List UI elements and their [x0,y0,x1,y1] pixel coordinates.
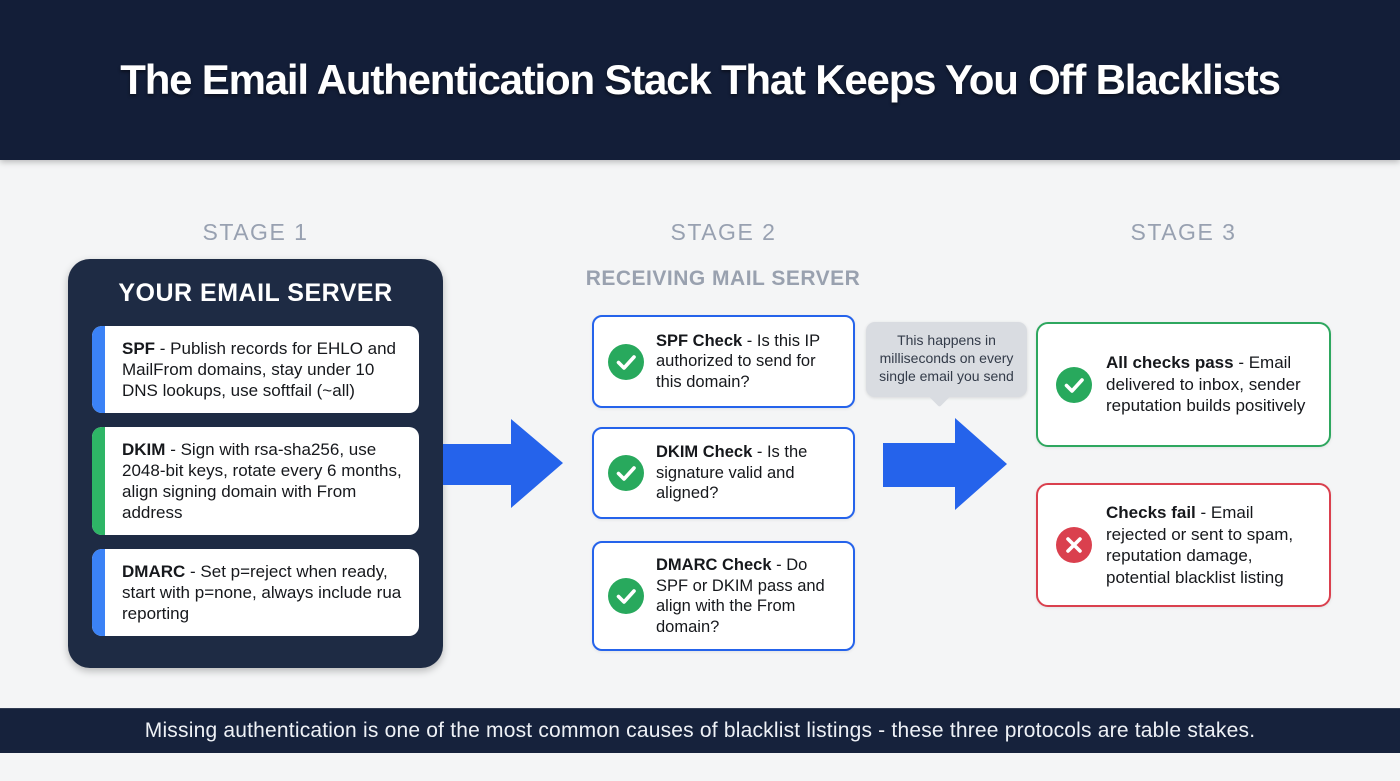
protocol-card-text: SPF - Publish records for EHLO and MailF… [122,338,405,401]
accent-stripe [92,427,105,535]
check-card-dmarc: DMARC Check - Do SPF or DKIM pass and al… [592,541,855,651]
protocol-term: DMARC [122,562,186,581]
protocol-term: DKIM [122,440,166,459]
header-banner: The Email Authentication Stack That Keep… [0,0,1400,160]
check-icon [1056,366,1092,403]
outcome-card-text: All checks pass - Email delivered to inb… [1106,352,1315,417]
protocol-term: SPF [122,339,156,358]
tooltip-text: This happens in milliseconds on every si… [879,332,1014,384]
protocol-card-text: DMARC - Set p=reject when ready, start w… [122,561,405,624]
protocol-card-dkim: DKIM - Sign with rsa-sha256, use 2048-bi… [92,427,419,535]
protocol-card-text: DKIM - Sign with rsa-sha256, use 2048-bi… [122,439,405,523]
check-desc: - Do SPF or DKIM pass and align with the… [656,556,825,636]
outcome-term: Checks fail [1106,503,1196,522]
x-icon [1056,527,1092,563]
protocol-desc: - Publish records for EHLO and MailFrom … [122,339,397,400]
footer-banner: Missing authentication is one of the mos… [0,708,1400,753]
check-card-text: DMARC Check - Do SPF or DKIM pass and al… [656,555,841,637]
check-icon [608,455,644,491]
stage-3-label: STAGE 3 [1130,219,1237,245]
receiving-mail-server-heading: RECEIVING MAIL SERVER [585,267,861,290]
check-icon [608,578,644,614]
check-card-spf: SPF Check - Is this IP authorized to sen… [592,315,855,408]
check-desc: - Is the signature valid and aligned? [656,443,808,503]
arrow-stage2-to-stage3 [883,418,1007,510]
stage-2-label: STAGE 2 [670,219,777,245]
accent-stripe [92,326,105,413]
milliseconds-tooltip: This happens in milliseconds on every si… [866,322,1027,408]
outcome-card-text: Checks fail - Email rejected or sent to … [1106,502,1315,588]
check-desc: - Is this IP authorized to send for this… [656,331,820,391]
outcome-desc: - Email delivered to inbox, sender reput… [1106,353,1306,416]
outcome-term: All checks pass [1106,353,1234,373]
arrow-stage1-to-stage2 [443,419,563,508]
protocol-desc: - Set p=reject when ready, start with p=… [122,562,402,623]
stage-1-label: STAGE 1 [202,219,309,245]
outcome-card-fail: Checks fail - Email rejected or sent to … [1036,483,1331,607]
your-email-server-panel: YOUR EMAIL SERVER SPF - Publish records … [68,259,443,668]
check-term: SPF Check [656,331,743,350]
panel-title: YOUR EMAIL SERVER [118,279,393,307]
protocol-card-dmarc: DMARC - Set p=reject when ready, start w… [92,549,419,636]
accent-stripe [92,549,105,636]
tooltip-tail [928,385,951,408]
check-card-text: DKIM Check - Is the signature valid and … [656,442,841,504]
outcome-card-pass: All checks pass - Email delivered to inb… [1036,322,1331,447]
footer-message: Missing authentication is one of the mos… [144,719,1256,742]
check-card-dkim: DKIM Check - Is the signature valid and … [592,427,855,519]
page-title: The Email Authentication Stack That Keep… [120,56,1281,103]
check-term: DKIM Check [656,443,753,462]
check-term: DMARC Check [656,556,772,574]
protocol-desc: - Sign with rsa-sha256, use 2048-bit key… [122,440,402,522]
protocol-card-spf: SPF - Publish records for EHLO and MailF… [92,326,419,413]
outcome-desc: - Email rejected or sent to spam, reputa… [1106,503,1294,587]
check-icon [608,343,644,380]
check-card-text: SPF Check - Is this IP authorized to sen… [656,331,841,393]
